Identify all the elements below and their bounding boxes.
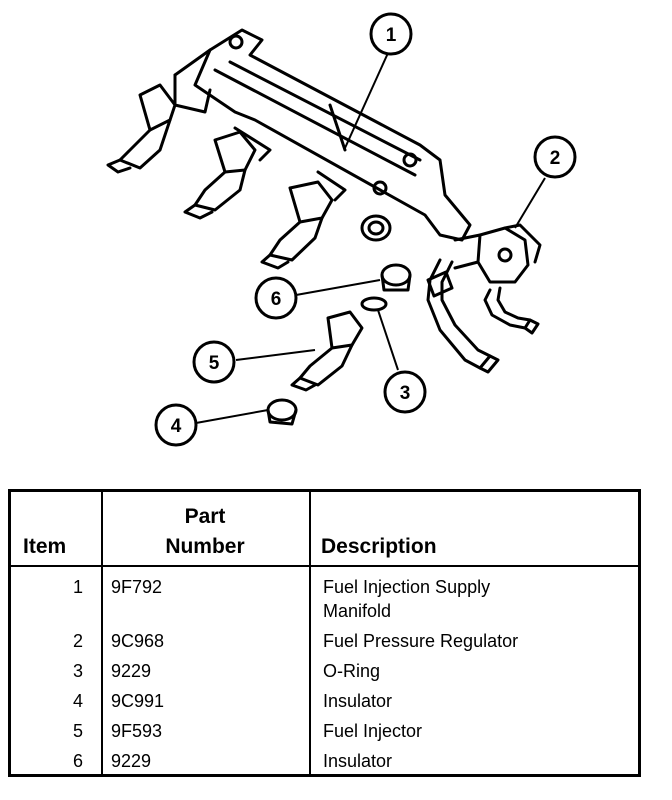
callout-4: 4 <box>154 403 198 447</box>
mounted-injector-1 <box>106 83 177 174</box>
row-part-number: 9F593 <box>111 721 163 741</box>
callout-1-label: 1 <box>386 25 397 46</box>
row-part-number: 9C968 <box>111 631 165 651</box>
row-part-number: 9C991 <box>111 691 165 711</box>
header-part-line2: Number <box>165 535 245 558</box>
row-description: Insulator <box>323 691 393 711</box>
callout-2: 2 <box>533 135 577 179</box>
callout-2-label: 2 <box>550 148 561 169</box>
callout-6: 6 <box>254 276 298 320</box>
row-description: Fuel Injection Supply <box>323 577 491 597</box>
header-part-line1: Part <box>184 505 226 528</box>
mounted-injector-2 <box>183 126 272 220</box>
callout-4-label: 4 <box>171 416 182 437</box>
row-description-cont: Manifold <box>323 601 392 621</box>
row-description: Fuel Injector <box>323 721 423 741</box>
row-item: 3 <box>72 661 83 681</box>
fuel-rail-diagram: 1 2 3 4 5 6 <box>106 12 577 447</box>
callout-1: 1 <box>369 12 413 56</box>
row-item: 1 <box>72 577 83 597</box>
fuel-lines <box>426 258 540 374</box>
callout-6-label: 6 <box>271 289 282 310</box>
fuel-injector-item-5 <box>290 310 364 392</box>
row-item: 2 <box>72 631 83 651</box>
callout-3: 3 <box>383 370 427 414</box>
callout-5-label: 5 <box>209 353 220 374</box>
callout-5: 5 <box>192 340 236 384</box>
column-divider <box>101 492 103 774</box>
parts-table: Item Part Number Description 1 9F792 Fue… <box>8 489 641 777</box>
row-part-number: 9229 <box>111 661 152 681</box>
row-description: Insulator <box>323 751 393 771</box>
insulator-item-6 <box>380 263 412 292</box>
callout-3-label: 3 <box>400 383 411 404</box>
row-item: 6 <box>72 751 83 771</box>
leader-lines <box>195 52 546 424</box>
injector-port <box>360 214 392 242</box>
o-ring-item-3 <box>360 296 388 312</box>
column-divider <box>309 492 311 774</box>
header-description: Description <box>321 535 437 558</box>
header-item: Item <box>23 535 67 558</box>
row-description: O-Ring <box>323 661 381 681</box>
fuel-pressure-regulator <box>453 223 542 284</box>
insulator-item-4 <box>266 398 298 426</box>
row-part-number: 9F792 <box>111 577 163 597</box>
row-description: Fuel Pressure Regulator <box>323 631 519 651</box>
row-item: 5 <box>72 721 83 741</box>
header-divider <box>11 565 638 567</box>
row-item: 4 <box>72 691 83 711</box>
fuel-supply-manifold <box>173 28 472 242</box>
row-part-number: 9229 <box>111 751 152 771</box>
mounted-injector-3 <box>260 170 347 270</box>
